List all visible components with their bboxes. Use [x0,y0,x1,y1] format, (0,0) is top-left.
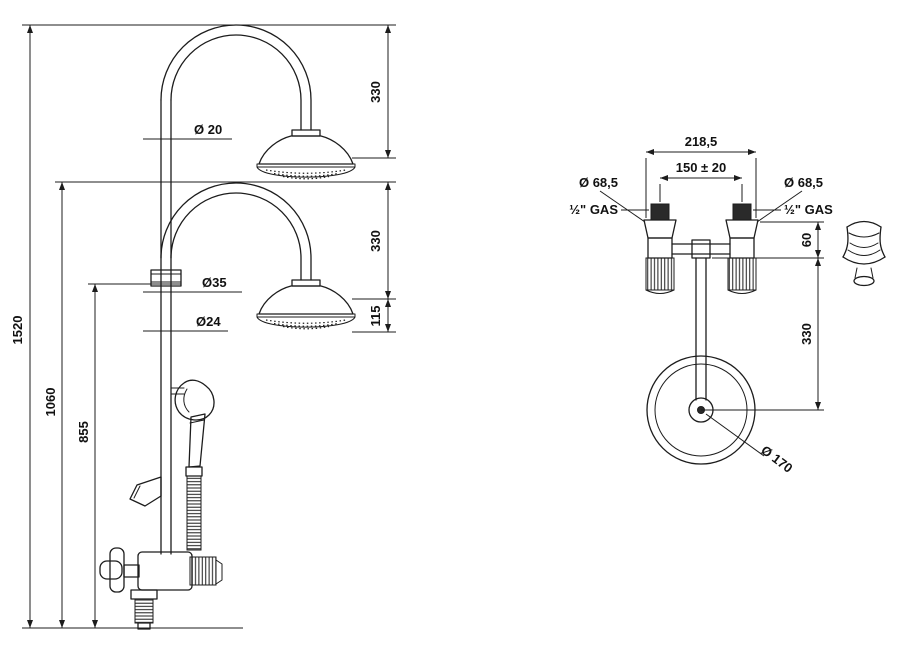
diverter-knob [189,556,217,586]
cross-handle-vertical [109,547,125,593]
handset-diameter-text: Ø 170 [758,442,795,475]
dim-overall-width: 218,5 [645,134,757,218]
union-diameter-text: Ø35 [202,275,227,290]
extension-lines [645,158,757,218]
mid-gooseneck-arm [160,182,312,281]
label-right-thread: ½" GAS [753,202,833,217]
dim-top-arm-label: 330 [368,81,383,103]
dim-overall-width-label: 218,5 [685,134,718,149]
hand-shower-bracket [170,387,185,395]
right-handle-cap [727,289,757,294]
handle-stem [123,564,140,578]
right-knurled-handle [727,257,757,291]
label-union-diameter: Ø35 [143,275,242,293]
lower-diameter-text: Ø24 [196,314,221,329]
left-flange [643,219,677,239]
top-gooseneck-arm [160,24,312,131]
label-pipe-diameter: Ø 20 [143,122,232,140]
left-valve-body [647,237,673,259]
bridge-bar [671,239,731,259]
hand-shower-handle [188,413,206,468]
handset-side-view [842,220,886,287]
label-left-thread: ½" GAS [569,202,649,217]
right-view: Ø 170 218,5 150 ± 20 Ø 68,5 Ø 68,5 ½" GA… [569,134,886,476]
hose-nut-bottom [130,589,158,600]
dim-union-centers-label: 150 ± 20 [676,160,727,175]
pipe-union-fitting [150,269,182,287]
left-knurled-handle [645,257,675,291]
mixer-valve [99,547,223,630]
dim-total-height-label: 1520 [10,316,25,345]
dim-head-depth-label: 115 [368,306,383,327]
cross-handle-front [99,560,123,580]
right-flange [725,219,759,239]
hand-shower [170,379,215,551]
leader-line [599,190,646,223]
left-thread-text: ½" GAS [569,202,618,217]
dim-height-1060-label: 1060 [43,388,58,417]
wall-bracket-cone [129,476,162,507]
dim-top-arm: 330 [352,25,396,159]
right-thread-text: ½" GAS [784,202,833,217]
hand-shower-handle-ring [189,419,205,424]
dim-mid-arm: 330 [352,182,396,300]
hose-end-fitting [137,622,151,630]
flex-hose-upper [186,475,202,551]
bar-lines [671,243,731,255]
dim-drop-60-label: 60 [799,233,814,247]
flex-hose-lower [134,598,154,624]
dim-height-855: 855 [76,283,181,628]
dim-union-centers: 150 ± 20 [659,160,743,202]
right-flange-text: Ø 68,5 [784,175,823,190]
extension-lines [712,221,824,259]
dim-hose-330-label: 330 [799,323,814,345]
right-valve-body [729,237,755,259]
right-thread-connector [732,203,752,221]
left-view: 1520 1060 855 330 330 [10,24,396,630]
dim-mid-arm-label: 330 [368,230,383,252]
dim-height-1060: 1060 [43,181,396,628]
right-union [725,203,759,294]
diverter-cap [215,559,223,585]
hose-tube [695,257,707,401]
leader-line [705,413,765,457]
extension-lines [22,24,396,629]
hand-shower-head-detail [183,388,190,413]
shower-head-mid [256,279,356,330]
extension-lines [659,184,743,202]
hand-shower-head [174,379,215,421]
label-handset-diameter: Ø 170 [705,413,796,476]
label-left-flange: Ø 68,5 [579,175,646,223]
left-union [643,203,677,294]
shower-head-top [256,129,356,180]
left-thread-connector [650,203,670,221]
left-handle-cap [645,289,675,294]
label-right-flange: Ø 68,5 [756,175,823,223]
centre-tee [691,239,711,259]
dim-height-855-label: 855 [76,421,91,443]
dim-total-height: 1520 [10,24,396,629]
pipe-diameter-text: Ø 20 [194,122,222,137]
dim-drop-60: 60 [712,221,824,259]
leader-line [756,190,803,223]
left-flange-text: Ø 68,5 [579,175,618,190]
dim-head-depth: 115 [352,299,396,333]
mixer-body [137,551,193,591]
riser-pipe [160,99,172,555]
label-lower-diameter: Ø24 [143,314,228,332]
hose-nut-top [185,466,203,477]
dim-hose-330: 330 [701,258,824,411]
